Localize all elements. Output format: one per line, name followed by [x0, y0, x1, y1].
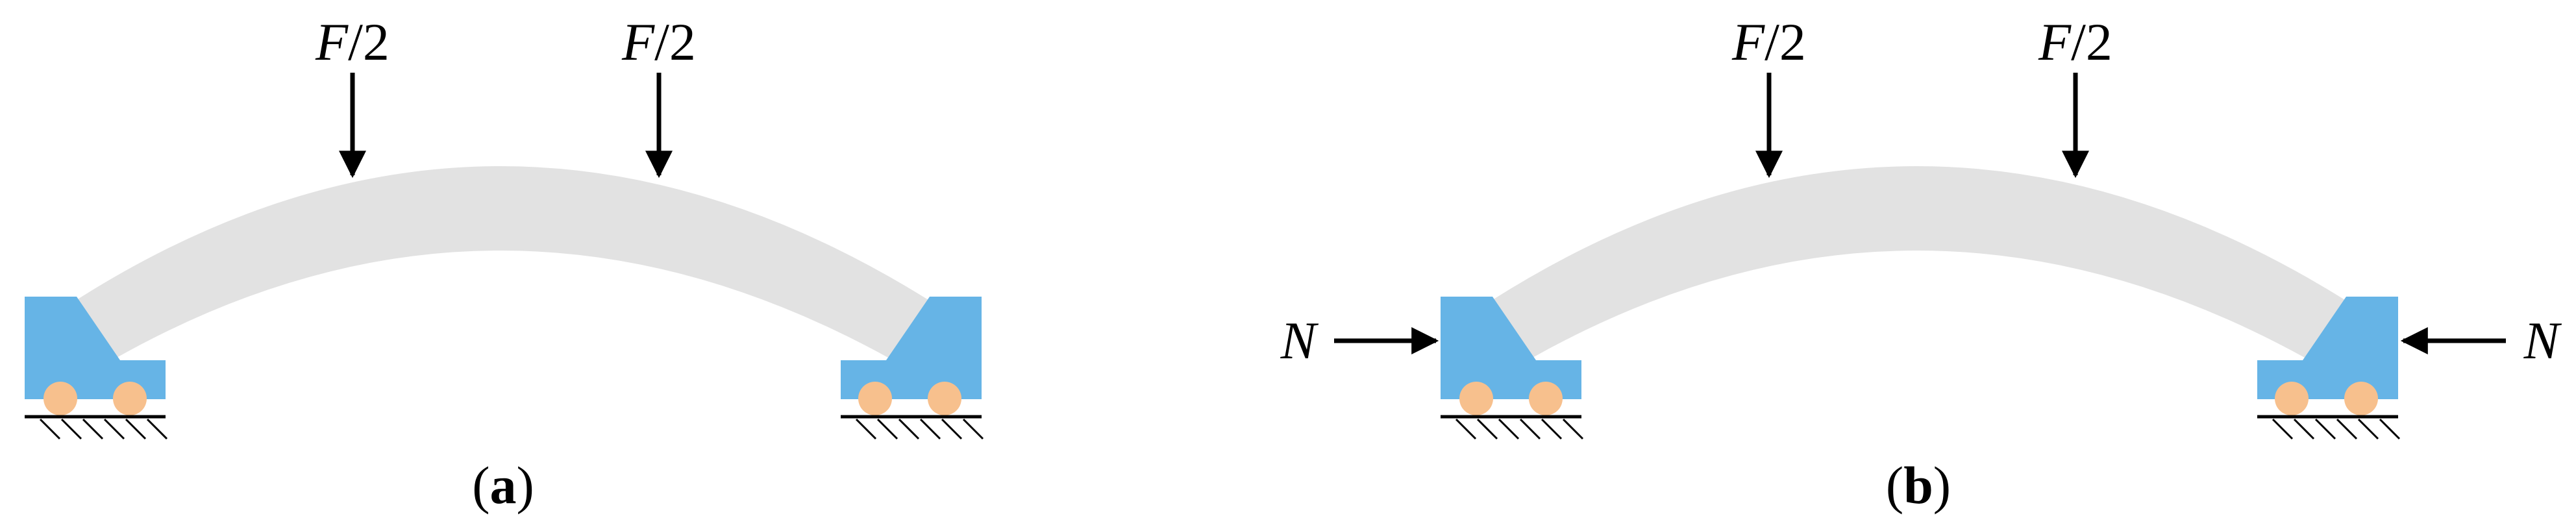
- right-roller-support: [841, 297, 984, 440]
- load-label: F/2: [621, 12, 696, 71]
- axial-load-right: N: [2400, 311, 2562, 370]
- hatched-ground-icon: [2257, 415, 2401, 440]
- load-arrow-2: F/2: [2038, 12, 2112, 178]
- left-support-block: [1441, 297, 1581, 399]
- roller-icon: [1459, 382, 1493, 415]
- load-arrow-1: F/2: [1731, 12, 1806, 178]
- roller-icon: [43, 382, 77, 415]
- load-arrow-2: F/2: [621, 12, 696, 178]
- roller-icon: [113, 382, 147, 415]
- load-arrow-1: F/2: [315, 12, 390, 178]
- right-support-block: [2257, 297, 2398, 399]
- arch-beam: [77, 166, 928, 358]
- left-roller-support: [1441, 297, 1584, 440]
- load-label: F/2: [2038, 12, 2112, 71]
- left-roller-support: [25, 297, 168, 440]
- hatched-ground-icon: [841, 415, 984, 440]
- right-support-block: [841, 297, 982, 399]
- axial-load-left: N: [1280, 311, 1439, 370]
- axial-load-label: N: [2523, 311, 2562, 370]
- roller-icon: [2344, 382, 2378, 415]
- right-roller-support: [2257, 297, 2401, 440]
- load-label: F/2: [315, 12, 390, 71]
- panel-b: F/2 F/2 N N (b): [1280, 12, 2562, 515]
- left-support-block: [25, 297, 166, 399]
- roller-icon: [2275, 382, 2309, 415]
- panel-a: F/2 F/2 (a): [25, 12, 984, 515]
- load-label: F/2: [1731, 12, 1806, 71]
- roller-icon: [1529, 382, 1563, 415]
- roller-icon: [928, 382, 961, 415]
- roller-icon: [858, 382, 892, 415]
- hatched-ground-icon: [25, 415, 168, 440]
- axial-load-label: N: [1280, 311, 1319, 370]
- panel-caption: (b): [1886, 456, 1951, 515]
- panel-caption: (a): [472, 456, 534, 515]
- hatched-ground-icon: [1441, 415, 1584, 440]
- arch-beam: [1492, 166, 2345, 358]
